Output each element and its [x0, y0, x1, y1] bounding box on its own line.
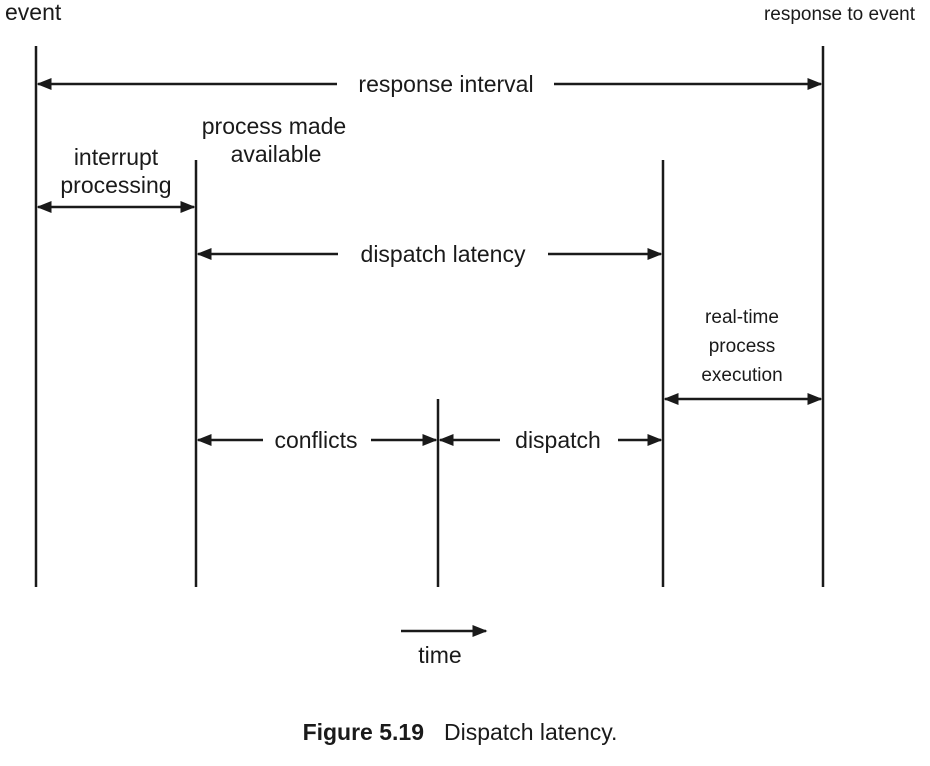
- event-label: event: [5, 0, 62, 25]
- real-time-label-line2: process: [709, 336, 776, 357]
- process-made-available-label-line2: available: [231, 141, 322, 167]
- dispatch-label: dispatch: [515, 427, 601, 453]
- conflicts-label: conflicts: [274, 427, 357, 453]
- real-time-label-line3: execution: [701, 365, 782, 386]
- response-interval-label: response interval: [358, 71, 533, 97]
- figure-number: Figure 5.19: [303, 719, 424, 745]
- real-time-label-line1: real-time: [705, 307, 779, 328]
- figure-caption: Figure 5.19 Dispatch latency.: [303, 719, 618, 745]
- interrupt-processing-label-line2: processing: [60, 172, 171, 198]
- time-label: time: [418, 642, 461, 668]
- process-made-available-label-line1: process made: [202, 113, 346, 139]
- interrupt-processing-label-line1: interrupt: [74, 144, 159, 170]
- figure-caption-text: Dispatch latency.: [444, 719, 617, 745]
- dispatch-latency-label: dispatch latency: [361, 241, 526, 267]
- response-to-event-label: response to event: [764, 4, 916, 25]
